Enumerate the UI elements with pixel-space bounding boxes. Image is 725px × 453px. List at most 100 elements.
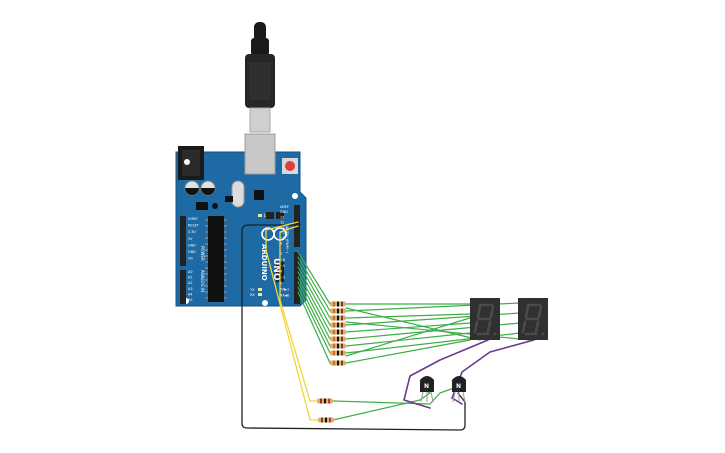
right-pin-label: AREF xyxy=(280,205,289,209)
chip-pin xyxy=(224,231,227,233)
icsp-header-top xyxy=(266,212,284,219)
usb-cable[interactable] xyxy=(245,22,275,133)
led-label-rx: RX xyxy=(250,293,255,297)
resistor-bank xyxy=(330,301,346,366)
chip-pin xyxy=(205,291,208,293)
usb-b-jack xyxy=(244,133,276,175)
resistor-9[interactable] xyxy=(330,360,346,366)
npn-transistor-2[interactable]: N xyxy=(452,376,466,403)
left-pin-label: GND xyxy=(188,250,196,254)
power-header[interactable] xyxy=(180,216,186,266)
reset-button[interactable] xyxy=(285,161,295,171)
seven-segment-display-1[interactable] xyxy=(470,298,500,340)
left-pin-label: A5 xyxy=(188,298,192,302)
right-pin-label: GND xyxy=(280,210,288,214)
right-pin-label: 8 xyxy=(280,241,282,245)
resistor-transistor-1[interactable] xyxy=(317,398,333,404)
seven-segment-display-2[interactable] xyxy=(518,298,548,340)
analog-header-label: ANALOG IN xyxy=(200,270,205,292)
chip-pin xyxy=(205,255,208,257)
chip-pin xyxy=(205,237,208,239)
left-pin-label: GND xyxy=(188,243,196,247)
right-pin-label: ~3 xyxy=(280,276,285,280)
segments xyxy=(473,303,495,336)
led-label-tx: TX xyxy=(249,288,255,292)
right-pin-label: 7 xyxy=(280,252,282,256)
chip-pin xyxy=(224,267,227,269)
chip-pin xyxy=(205,231,208,233)
chip-pin xyxy=(224,249,227,251)
right-pin-label: 4 xyxy=(280,270,282,274)
chip-pin xyxy=(224,279,227,281)
mounting-hole xyxy=(292,193,298,199)
analog-header[interactable] xyxy=(180,270,186,304)
chip-pin xyxy=(224,285,227,287)
digital-header-bottom[interactable] xyxy=(294,252,300,304)
regulator xyxy=(196,202,208,210)
chip-pin xyxy=(224,237,227,239)
green-pin-wires[interactable] xyxy=(297,251,331,364)
resistor-1[interactable] xyxy=(330,301,346,307)
wire-yellow-1[interactable] xyxy=(265,221,319,421)
arduino-uno-board[interactable]: ARDUINO UNO DIGITAL (PWM~) POWER ANALOG … xyxy=(175,133,307,307)
left-pin-label: RESET xyxy=(188,224,200,228)
left-pin-label: 5V xyxy=(188,237,193,241)
right-pin-label: ~6 xyxy=(280,258,285,262)
right-pin-label: 12 xyxy=(280,221,284,225)
chip-pin xyxy=(205,243,208,245)
right-pin-label: 2 xyxy=(280,282,282,286)
left-pin-label: A2 xyxy=(188,281,192,285)
resistor-4[interactable] xyxy=(330,322,346,328)
chip-pin xyxy=(205,297,208,299)
mounting-hole xyxy=(184,159,190,165)
atmega328p-chip xyxy=(208,216,224,302)
led-label-l: L xyxy=(264,213,267,218)
right-pin-label: ~10 xyxy=(280,231,287,235)
chip-pin xyxy=(224,273,227,275)
right-pin-label: TX▶1 xyxy=(279,287,289,291)
chip-pin xyxy=(224,255,227,257)
mounting-hole xyxy=(262,300,268,306)
wire-black-ground[interactable] xyxy=(241,224,466,431)
chip-pin xyxy=(224,291,227,293)
wires xyxy=(241,221,535,431)
right-pin-label: ~9 xyxy=(280,236,285,240)
digital-header-label: DIGITAL (PWM~) xyxy=(285,224,289,254)
usb-strain-relief xyxy=(254,22,266,42)
resistor-2[interactable] xyxy=(330,308,346,314)
right-pin-label: ~11 xyxy=(280,226,287,230)
resistor-8[interactable] xyxy=(330,350,346,356)
chip-pin xyxy=(224,243,227,245)
resistor-7[interactable] xyxy=(330,343,346,349)
chip-pin xyxy=(224,219,227,221)
wire-green-transistor-1[interactable] xyxy=(332,387,455,405)
chip-pin xyxy=(205,225,208,227)
resistor-6[interactable] xyxy=(330,336,346,342)
green-display-wires[interactable] xyxy=(345,302,531,364)
chip-pin xyxy=(205,285,208,287)
model-label: UNO xyxy=(271,258,281,281)
npn-transistor-1[interactable]: N xyxy=(420,376,434,403)
chip-pin xyxy=(224,225,227,227)
segments xyxy=(521,303,543,336)
transistor-1-label: N xyxy=(424,383,429,390)
usb-connector-ridge xyxy=(249,62,271,100)
chip-pin xyxy=(224,261,227,263)
resistor-transistor-2[interactable] xyxy=(318,417,334,423)
usb-chip xyxy=(254,190,264,200)
resistor-3[interactable] xyxy=(330,315,346,321)
wire-yellow-2[interactable] xyxy=(279,225,318,402)
chip-pin xyxy=(224,297,227,299)
wire-purple-2[interactable] xyxy=(451,339,535,405)
chip-pin xyxy=(205,261,208,263)
power-header-label: POWER xyxy=(200,246,205,261)
wire-purple-1[interactable] xyxy=(403,339,489,409)
left-pin-label: A0 xyxy=(188,270,192,274)
chip-pin xyxy=(205,279,208,281)
left-pin-label: 3.3V xyxy=(188,230,196,234)
left-pin-label: A1 xyxy=(188,276,192,280)
resistor-5[interactable] xyxy=(330,329,346,335)
